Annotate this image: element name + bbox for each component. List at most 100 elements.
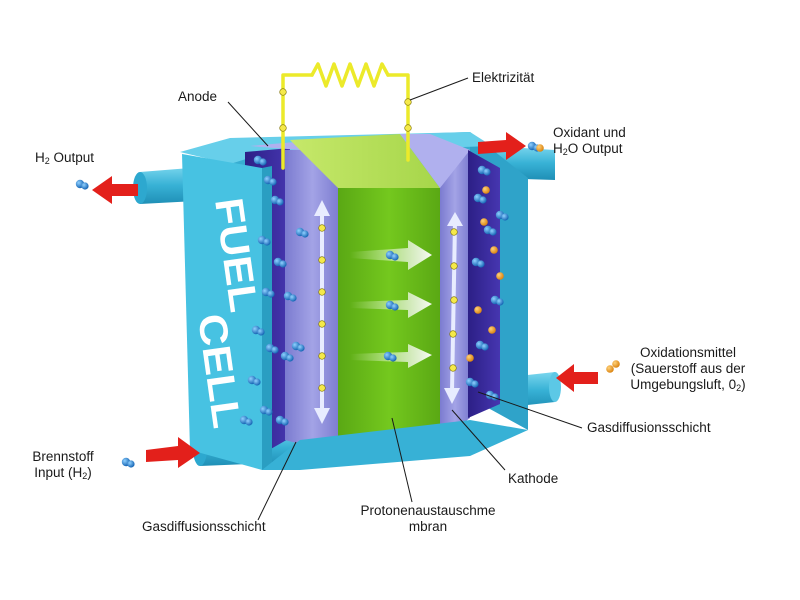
oxygen-molecule [488, 326, 496, 334]
hydrogen-molecule-atom [281, 418, 289, 426]
oxygen-molecule [480, 218, 488, 226]
electron-dot [450, 296, 458, 304]
external-circuit [281, 62, 410, 170]
oxygen-molecule [482, 186, 490, 194]
oxygen-molecule [496, 272, 504, 280]
membrane-top [290, 134, 440, 188]
electron-dot [318, 224, 326, 232]
oxidizer-line-3: Umgebungsluft, 02) [618, 377, 758, 396]
h2-output-arrow [92, 176, 138, 204]
oxygen-molecule [606, 365, 614, 373]
hydrogen-molecule-atom [477, 260, 485, 268]
hydrogen-molecule-atom [479, 196, 487, 204]
gdl-right [468, 150, 500, 418]
label-oxidizer-input: Oxidationsmittel (Sauerstoff aus der Umg… [618, 345, 758, 396]
h2-output-post: Output [49, 150, 95, 165]
oxygen-molecule [612, 360, 620, 368]
label-gas-diffusion-right: Gasdiffusionsschicht [587, 420, 711, 435]
hydrogen-molecule-atom [245, 418, 253, 426]
electron-dot [450, 262, 458, 270]
label-fuel-input: Brennstoff Input (H2) [22, 449, 104, 484]
oxidizer-line-2: (Sauerstoff aus der [630, 361, 746, 376]
hydrogen-molecule-atom [286, 354, 294, 362]
electrons [279, 88, 458, 392]
cell-stack [245, 134, 500, 454]
electron-dot [318, 256, 326, 264]
leader-electricity [409, 77, 469, 101]
leader-gdl-left [257, 441, 297, 521]
hydrogen-molecule-atom [271, 346, 279, 354]
fuel-line-2-pre: Input (H [34, 465, 83, 480]
label-gas-diffusion-left: Gasdiffusionsschicht [142, 519, 266, 534]
electron-dot [318, 320, 326, 328]
label-cathode: Kathode [508, 471, 559, 486]
fuel-line-2: Input (H2) [22, 465, 104, 484]
hydrogen-molecule-atom [297, 344, 305, 352]
case-front-panel [182, 154, 262, 470]
oxidizer-line-3-pre: Umgebungsluft, 0 [630, 377, 737, 392]
oxygen-molecule [466, 354, 474, 362]
membrane-line-2: mbran [408, 519, 448, 534]
h2-output-sub: 2 [44, 156, 50, 166]
hydrogen-molecule-atom [253, 378, 261, 386]
hydrogen-molecule-atom [496, 298, 504, 306]
h2-output-text: H [35, 150, 45, 165]
hydrogen-molecule-atom [391, 303, 399, 311]
oxidizer-line-3-post: ) [741, 377, 746, 392]
oxidant-line-2-post: O Output [567, 141, 623, 156]
electron-dot [318, 288, 326, 296]
resistor-icon [310, 62, 390, 88]
leader-anode [227, 101, 269, 147]
membrane-front [338, 188, 440, 440]
hydrogen-molecule-atom [265, 408, 273, 416]
fuel-line-2-sub: 2 [82, 471, 88, 481]
oxidizer-line-1: Oxidationsmittel [639, 345, 737, 360]
anode-electrode [285, 150, 340, 444]
hydrogen-molecule-atom [301, 230, 309, 238]
electron-dot [318, 352, 326, 360]
hydrogen-molecule-atom [481, 343, 489, 351]
oxidizer-line-3-sub: 2 [736, 383, 742, 393]
oxidant-line-2-sub: 2 [562, 147, 568, 157]
electron-dot [279, 124, 287, 132]
hydrogen-molecule-atom [501, 213, 509, 221]
hydrogen-molecule-atom [389, 354, 397, 362]
oxidant-line-1: Oxidant und [553, 125, 626, 140]
oxidant-line-2-pre: H [553, 141, 563, 156]
hydrogen-molecule-atom [489, 228, 497, 236]
oxidant-output-arrow [478, 132, 526, 160]
electron-dot [318, 384, 326, 392]
hydrogen-molecule-atom [267, 290, 275, 298]
hydrogen-molecule-atom [127, 460, 135, 468]
oxidant-line-2: H2O Output [553, 141, 626, 160]
oxidizer-input-arrow [556, 364, 598, 392]
oxygen-molecule [490, 246, 498, 254]
hydrogen-molecule-atom [263, 238, 271, 246]
leader-gdl-right [477, 391, 583, 429]
hydrogen-molecule-atom [81, 182, 89, 190]
hydrogen-molecule-atom [269, 178, 277, 186]
flow-arrows [92, 132, 598, 468]
hydrogen-molecule-atom [276, 198, 284, 206]
leader-cathode [451, 409, 506, 471]
label-anode: Anode [178, 89, 218, 104]
label-electricity: Elektrizität [472, 70, 535, 85]
oxygen-molecule [474, 306, 482, 314]
label-h2-output: H2 Output [35, 150, 94, 169]
electron-dot [404, 98, 412, 106]
oxygen-molecule [536, 144, 544, 152]
hydrogen-molecule-atom [391, 253, 399, 261]
hydrogen-molecule-atom [483, 168, 491, 176]
wire-anode [281, 73, 314, 170]
hydrogen-molecule-atom [289, 294, 297, 302]
leader-membrane [391, 417, 413, 503]
electron-dot [279, 88, 287, 96]
hydrogen-molecule-atom [257, 328, 265, 336]
electron-dot [449, 330, 457, 338]
label-membrane: Protonenaustauschme mbran [338, 503, 518, 535]
electron-dot [404, 124, 412, 132]
electron-dot [449, 364, 457, 372]
hydrogen-molecule-atom [471, 380, 479, 388]
hydrogen-molecule-atom [279, 260, 287, 268]
